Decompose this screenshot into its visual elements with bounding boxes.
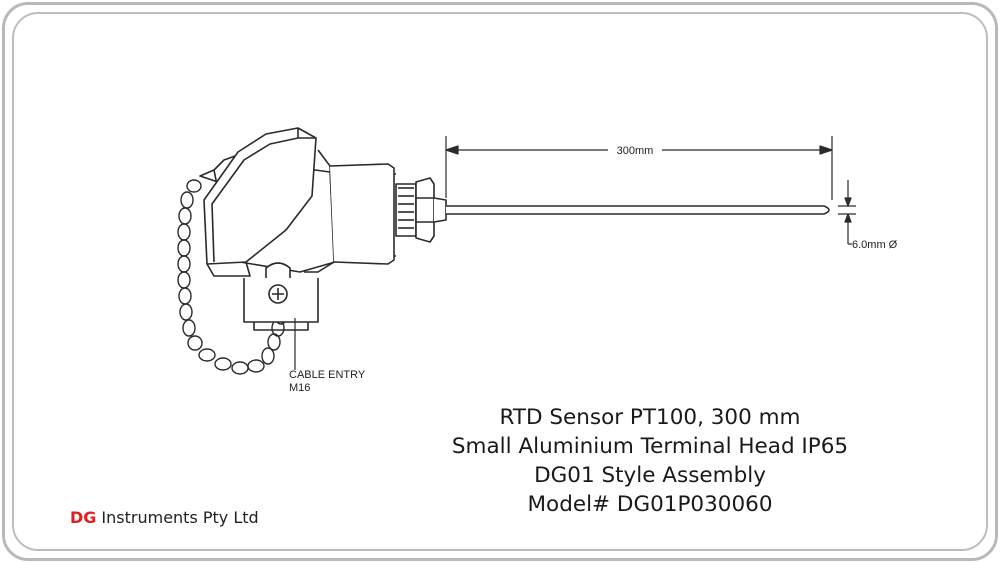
diameter-dimension bbox=[838, 180, 856, 245]
caption-line-3: DG01 Style Assembly bbox=[534, 463, 766, 488]
diameter-label: 6.0mm Ø bbox=[852, 239, 898, 251]
product-caption: RTD Sensor PT100, 300 mm Small Aluminium… bbox=[385, 403, 915, 519]
inner-border bbox=[12, 12, 988, 551]
caption-line-2: Small Aluminium Terminal Head IP65 bbox=[451, 434, 849, 459]
caption-line-1: RTD Sensor PT100, 300 mm bbox=[499, 405, 801, 430]
terminal-head bbox=[199, 127, 396, 370]
threaded-fitting bbox=[395, 177, 447, 243]
caption-line-4: Model# DG01P030060 bbox=[527, 492, 773, 517]
probe-sheath bbox=[446, 205, 830, 215]
cap-chain bbox=[177, 179, 287, 375]
brand-name: Instruments Pty Ltd bbox=[101, 508, 259, 527]
cable-entry-size-label: M16 bbox=[289, 382, 310, 394]
brand-initials: DG bbox=[70, 508, 97, 527]
length-dimension bbox=[445, 136, 833, 200]
length-label: 300mm bbox=[617, 145, 654, 157]
cable-entry-label: CABLE ENTRY bbox=[289, 369, 366, 381]
